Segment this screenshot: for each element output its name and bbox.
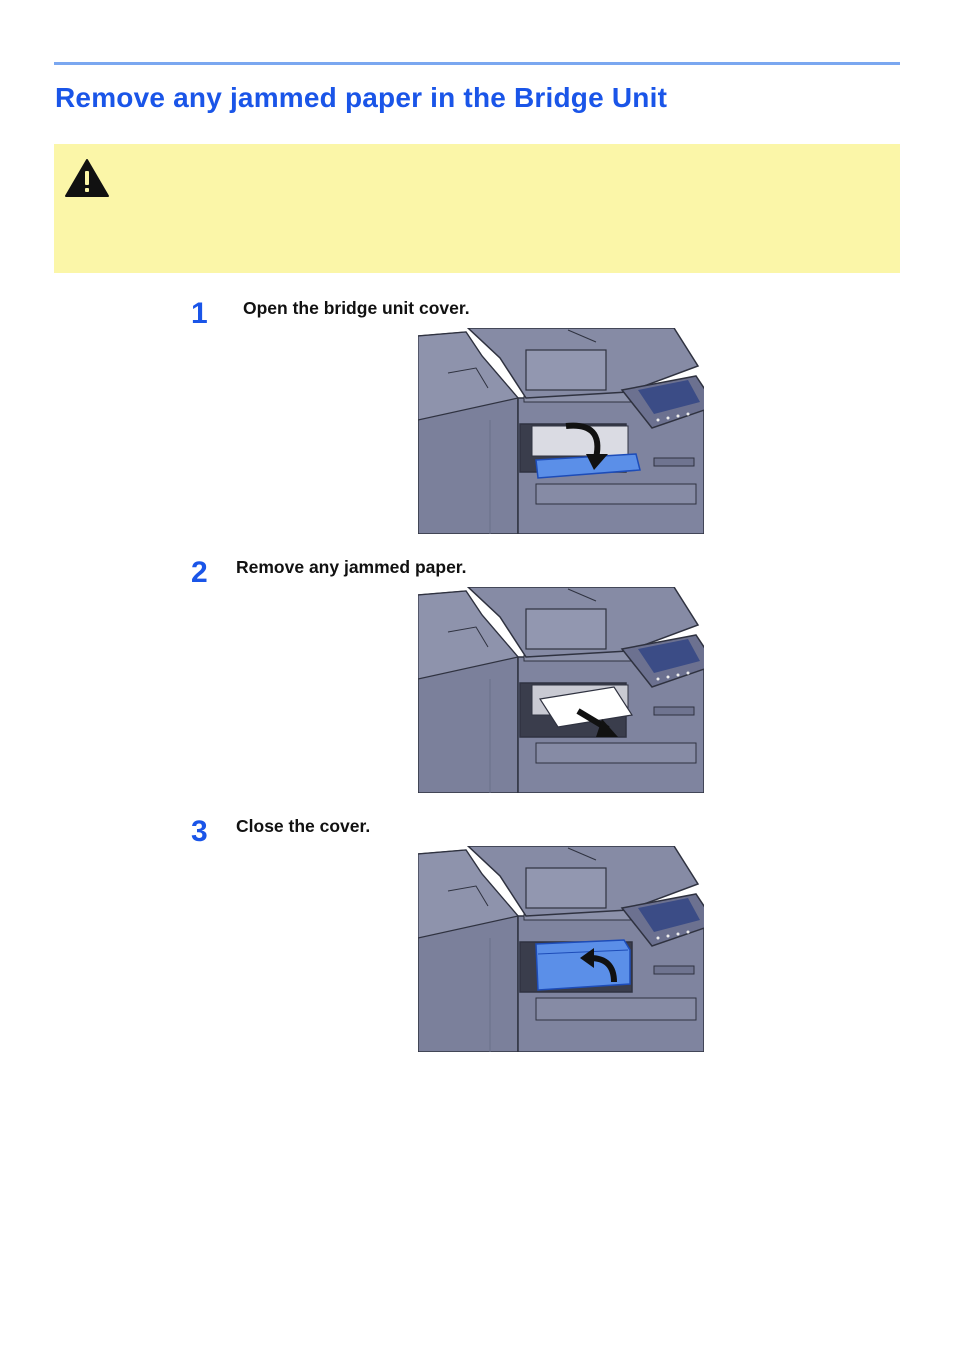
step-number: 2 bbox=[191, 556, 208, 589]
printer-illustration-remove-paper bbox=[418, 587, 704, 793]
page-title: Remove any jammed paper in the Bridge Un… bbox=[55, 82, 668, 113]
step-number: 1 bbox=[191, 297, 208, 330]
printer-illustration-open-cover bbox=[418, 328, 704, 534]
step-text: Remove any jammed paper. bbox=[236, 557, 467, 577]
step-number: 3 bbox=[191, 815, 208, 848]
step-text: Close the cover. bbox=[236, 816, 371, 836]
step-text: Open the bridge unit cover. bbox=[243, 298, 470, 318]
caution-box bbox=[54, 144, 900, 273]
warning-icon bbox=[65, 159, 109, 197]
printer-illustration-close-cover bbox=[418, 846, 704, 1052]
top-rule bbox=[54, 62, 900, 65]
